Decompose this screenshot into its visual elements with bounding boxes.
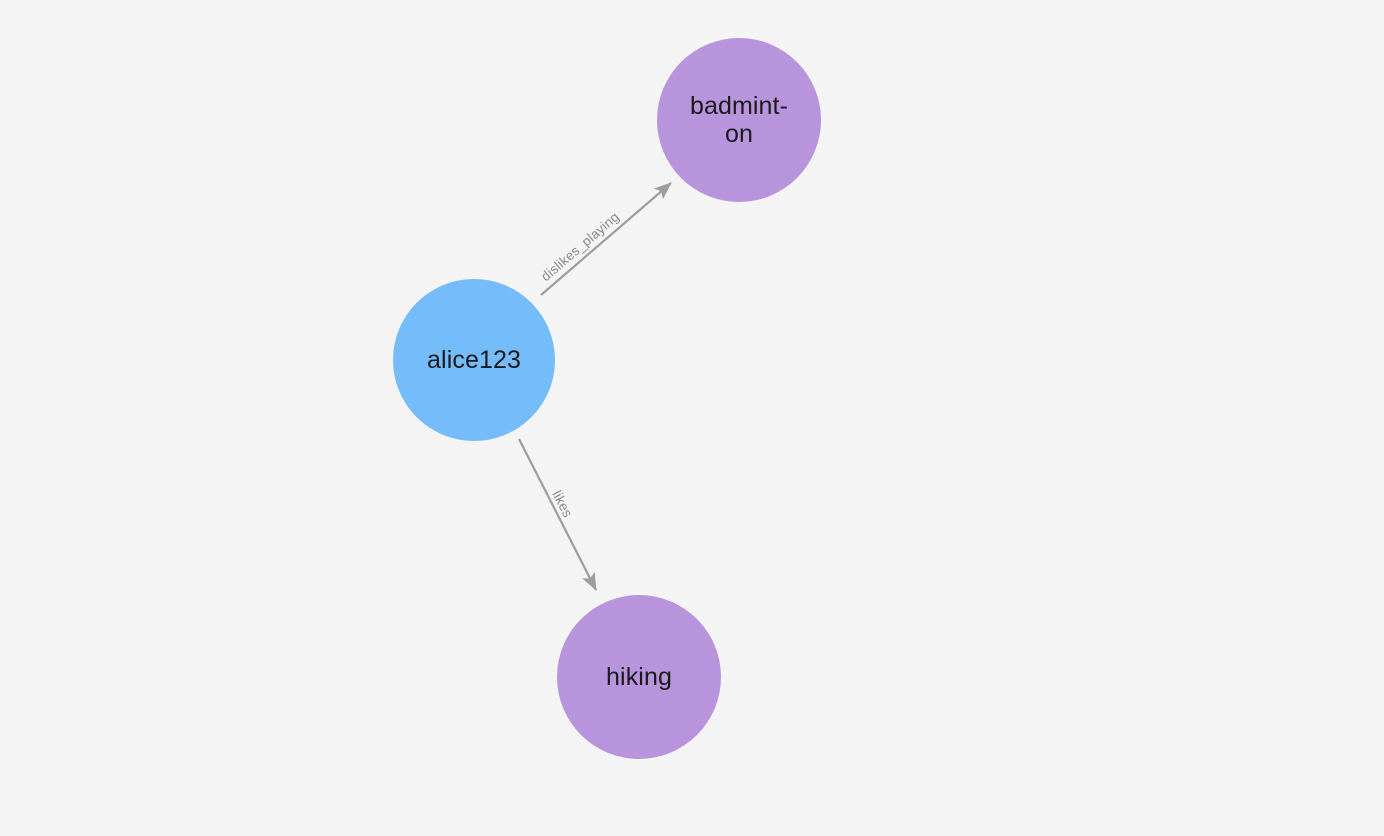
node-label-hiking: hiking (606, 663, 672, 691)
edge-line-likes (518, 438, 597, 591)
graph-node-hiking[interactable]: hiking (557, 595, 721, 759)
node-label-badminton: badmint- on (689, 92, 789, 148)
edge-line-dislikes-playing (540, 182, 672, 296)
edge-alice123-hiking[interactable] (518, 438, 597, 591)
edge-alice123-badminton[interactable] (540, 182, 672, 296)
graph-node-alice123[interactable]: alice123 (393, 279, 555, 441)
node-label-alice123: alice123 (427, 346, 521, 374)
graph-node-badminton[interactable]: badmint- on (657, 38, 821, 202)
